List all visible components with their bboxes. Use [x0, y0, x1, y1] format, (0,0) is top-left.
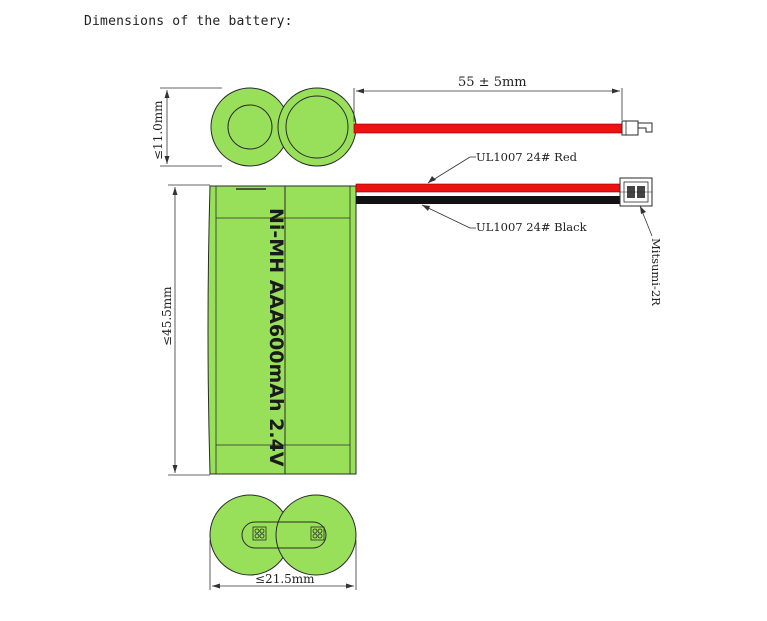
- top-cell-left-inner: [227, 104, 273, 150]
- top-red-wire: [353, 123, 623, 134]
- top-view: [210, 87, 357, 167]
- top-cell-left: [210, 87, 290, 167]
- side-view: Ni-MH AAA600mAh 2.4V: [207, 185, 357, 475]
- black-wire-label: UL1007 24# Black: [476, 220, 588, 234]
- black-wire-callout: UL1007 24# Black: [421, 204, 588, 234]
- width-dimension: ≤21.5mm: [209, 540, 357, 590]
- diagram-title: Dimensions of the battery:: [84, 14, 293, 29]
- top-connector: [621, 120, 653, 136]
- top-height-dimension: ≤11.0mm: [151, 87, 222, 167]
- battery-body: [207, 185, 357, 475]
- side-connector: [619, 177, 653, 207]
- body-height-label: ≤45.5mm: [160, 286, 174, 346]
- side-red-wire: [355, 183, 621, 193]
- top-cell-right: [277, 87, 357, 167]
- side-black-wire: [356, 196, 620, 204]
- red-wire-label: UL1007 24# Red: [476, 150, 578, 164]
- bottom-view: [209, 494, 357, 576]
- body-height-dimension: ≤45.5mm: [160, 184, 210, 476]
- width-label: ≤21.5mm: [255, 572, 315, 586]
- wire-length-dimension: 55 ± 5mm: [353, 75, 623, 122]
- wire-length-label: 55 ± 5mm: [458, 75, 527, 90]
- battery-label: Ni-MH AAA600mAh 2.4V: [265, 208, 287, 467]
- red-wire-callout: UL1007 24# Red: [427, 150, 578, 184]
- weld-points-right: [310, 526, 325, 541]
- connector-label: Mitsumi-2R: [649, 238, 663, 306]
- bottom-strap: [241, 521, 327, 549]
- top-height-label: ≤11.0mm: [151, 100, 165, 160]
- bottom-cell-right: [275, 494, 357, 576]
- top-cell-right-inner: [285, 95, 349, 159]
- connector-callout: Mitsumi-2R: [639, 205, 663, 306]
- weld-points-left: [252, 526, 267, 541]
